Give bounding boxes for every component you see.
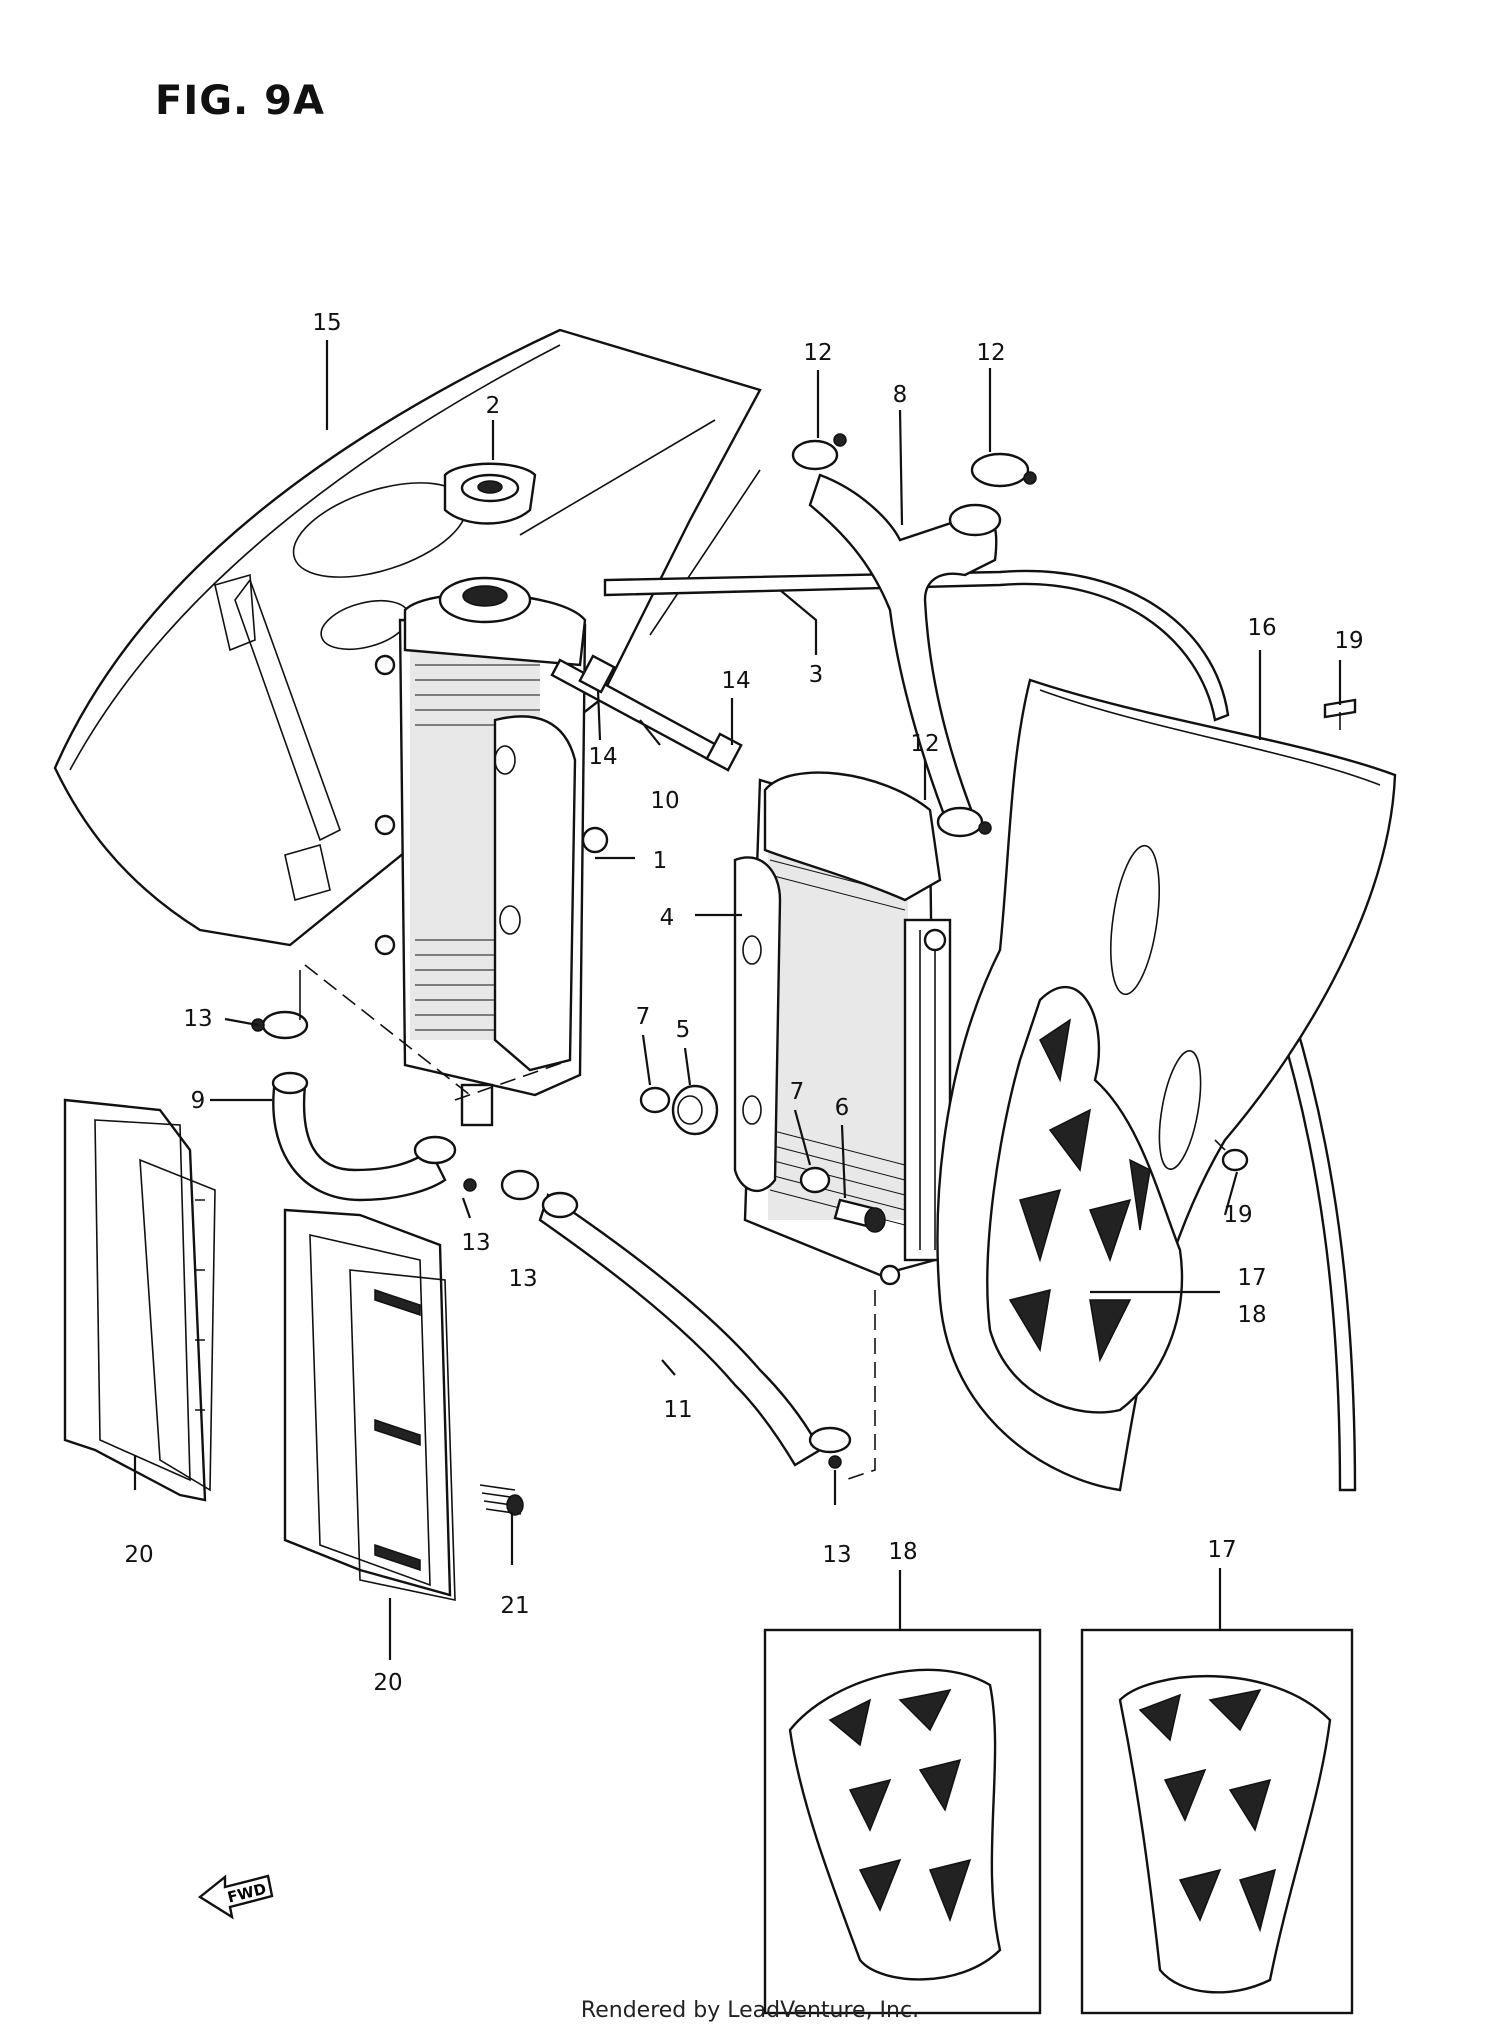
callout-labels: 15 2 12 8 12 3 14 14 10 12 16 19 1 4 7 5… (124, 310, 1363, 1696)
callout-17a: 17 (1237, 1265, 1266, 1291)
callout-18a: 18 (1237, 1302, 1266, 1328)
callout-20b: 20 (373, 1670, 402, 1696)
hose-clamp-12c (936, 806, 992, 838)
callout-6: 6 (835, 1095, 850, 1121)
radiator-guard-20b (283, 1208, 456, 1601)
callout-12c: 12 (910, 731, 939, 757)
callout-15: 15 (312, 310, 341, 336)
inset-panel-18 (763, 1628, 1042, 2015)
bolt-19b (1214, 1139, 1249, 1172)
callout-13c: 13 (508, 1266, 537, 1292)
spring-21 (479, 1484, 524, 1516)
radiator-guard-20a (63, 1098, 216, 1502)
bolt-6 (833, 1198, 886, 1233)
hose-clamp-13a (251, 1010, 309, 1040)
hose-clamp-12b (970, 452, 1037, 488)
callout-5: 5 (676, 1017, 691, 1043)
collar-7a (639, 1086, 671, 1114)
callout-7b: 7 (790, 1079, 805, 1105)
callout-2: 2 (486, 393, 501, 419)
callout-14a: 14 (721, 668, 750, 694)
lower-hose-11 (538, 1191, 822, 1467)
callout-14b: 14 (588, 744, 617, 770)
callout-13b: 13 (461, 1230, 490, 1256)
callout-12b: 12 (976, 340, 1005, 366)
callout-11: 11 (663, 1397, 692, 1423)
fwd-arrow: FWD (197, 1874, 274, 1920)
hose-clamp-13b (413, 1135, 477, 1192)
collar-7b (799, 1166, 831, 1194)
hose-clamp-13d (808, 1426, 852, 1469)
radiator-cap (443, 462, 537, 525)
grommet-5 (671, 1084, 719, 1136)
leader-lines (133, 340, 1342, 1660)
right-radiator-shroud (936, 678, 1397, 1492)
left-radiator (374, 576, 609, 1127)
callout-3: 3 (809, 662, 824, 688)
callout-16: 16 (1247, 615, 1276, 641)
inset-panel-17 (1080, 1628, 1354, 2015)
bolt-19a (1323, 698, 1357, 730)
callout-13d: 13 (822, 1542, 851, 1568)
right-radiator (733, 771, 952, 1286)
callout-1: 1 (653, 848, 668, 874)
callout-20a: 20 (124, 1542, 153, 1568)
hose-clamp-12a (791, 433, 847, 471)
hose-clamp-13c (500, 1169, 540, 1201)
figure-title: FIG. 9A (155, 78, 325, 124)
callout-12a: 12 (803, 340, 832, 366)
callout-9: 9 (191, 1088, 206, 1114)
callout-13a: 13 (183, 1006, 212, 1032)
connector-hose (550, 654, 743, 772)
callout-8: 8 (893, 382, 908, 408)
upper-hose (808, 473, 1002, 832)
callout-21: 21 (500, 1593, 529, 1619)
lower-hose-9 (271, 1071, 447, 1202)
callout-18b: 18 (888, 1539, 917, 1565)
callout-19a: 19 (1334, 628, 1363, 654)
callout-19b: 19 (1223, 1202, 1252, 1228)
footer-credit: Rendered by LeadVenture, Inc. (580, 1998, 920, 2023)
callout-4: 4 (660, 905, 675, 931)
callout-10: 10 (650, 788, 679, 814)
callout-17b: 17 (1207, 1537, 1236, 1563)
callout-7a: 7 (636, 1004, 651, 1030)
breather-tube (603, 569, 1357, 1492)
